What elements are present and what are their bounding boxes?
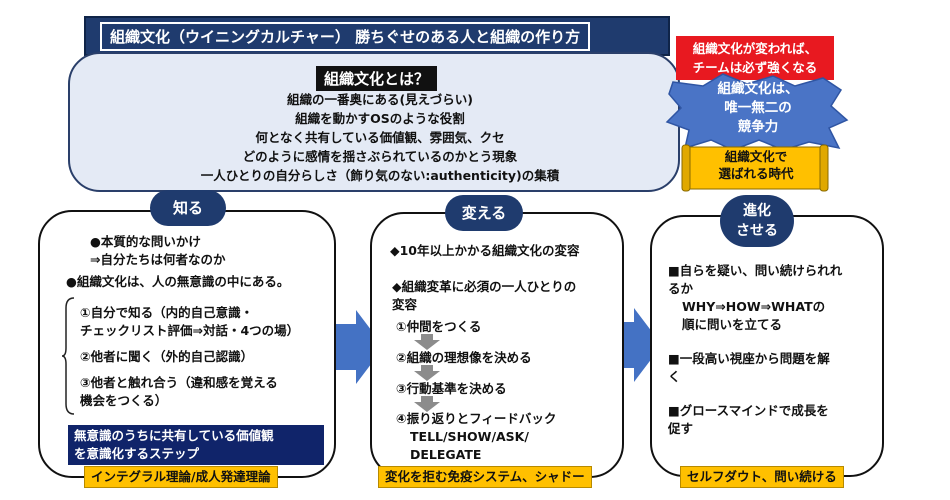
scroll-shape	[681, 144, 829, 192]
evolve-point: るか	[668, 281, 694, 296]
change-step: ④振り返りとフィードバック	[396, 411, 557, 426]
change-step: TELL/SHOW/ASK/	[410, 429, 529, 444]
know-footer: インテグラル理論/成人発達理論	[84, 466, 278, 488]
page-title: 組織文化（ウイニングカルチャー） 勝ちぐせのある人と組織の作り方	[100, 21, 591, 51]
change-step: ③行動基準を決める	[396, 381, 507, 396]
change-line: ◆10年以上かかる組織文化の変容	[390, 243, 580, 258]
change-line: 変容	[392, 297, 418, 312]
down-arrow-icon	[414, 334, 440, 350]
change-label: 変える	[445, 195, 523, 231]
evolve-footer: セルフダウト、問い続ける	[680, 466, 844, 488]
definition-lines: 組織の一番奥にある(見えづらい) 組織を動かすOSのような役割 何となく共有して…	[100, 90, 660, 185]
evolve-point: ■グロースマインドで成長を	[668, 403, 829, 418]
down-arrow-icon	[414, 396, 440, 412]
scroll-line: 選ばれる時代	[718, 166, 794, 181]
scroll-line: 組織文化で	[724, 149, 788, 164]
definition-line: 組織を動かすOSのような役割	[295, 111, 465, 126]
know-item: 機会をつくる）	[80, 393, 168, 408]
evolve-point: く	[668, 369, 681, 384]
know-item: ①自分で知る（内的自己意識・	[80, 305, 254, 320]
know-item: チェックリスト評価⇒対話・4つの場）	[80, 323, 300, 338]
know-note-line: を意識化するステップ	[74, 446, 200, 461]
know-item: ③他者と触れ合う（違和感を覚える	[80, 375, 278, 390]
change-step: DELEGATE	[410, 447, 482, 462]
evolve-point: 順に問いを立てる	[682, 317, 783, 332]
change-footer: 変化を拒む免疫システム、シャドー	[378, 466, 592, 488]
know-label: 知る	[150, 190, 226, 226]
definition-line: 組織の一番奥にある(見えづらい)	[286, 92, 474, 107]
know-bullet: ⇒自分たちは何者なのか	[90, 252, 226, 267]
evolve-point: ■一段高い視座から問題を解	[668, 351, 830, 366]
definition-line: 何となく共有している価値観、雰囲気、クセ	[255, 130, 505, 145]
know-bullet: ●本質的な問いかけ	[90, 234, 201, 249]
red-callout-line: 組織文化が変われば、	[692, 41, 818, 56]
evolve-point: WHY⇒HOW⇒WHATの	[682, 299, 826, 314]
right-arrow-icon	[330, 310, 384, 384]
star-burst-text: 組織文化は、 唯一無二の 競争力	[690, 80, 826, 137]
evolve-label-line: 進化	[743, 203, 771, 219]
red-callout: 組織文化が変われば、 チームは必ず強くなる	[676, 36, 834, 80]
scroll-text: 組織文化で 選ばれる時代	[692, 148, 820, 182]
evolve-label-line: させる	[736, 223, 778, 239]
change-line: ◆組織変革に必須の一人ひとりの	[392, 279, 577, 294]
bracket-icon	[62, 297, 75, 415]
know-note: 無意識のうちに共有している価値観 を意識化するステップ	[68, 425, 324, 465]
change-step: ①仲間をつくる	[396, 319, 482, 334]
definition-line: どのように感情を揺さぶられているのかとう現象	[242, 149, 518, 164]
star-burst-shape	[665, 73, 849, 151]
change-column	[370, 212, 624, 478]
know-item: ②他者に聞く（外的自己認識）	[80, 349, 254, 364]
evolve-label: 進化 させる	[720, 195, 794, 247]
definition-heading: 組織文化とは？	[316, 66, 438, 91]
star-line: 競争力	[737, 119, 779, 135]
evolve-point: ■自らを疑い、問い続けられれ	[668, 263, 843, 278]
evolve-point: 促す	[668, 421, 694, 436]
star-line: 唯一無二の	[724, 100, 792, 116]
down-arrow-icon	[414, 365, 440, 381]
definition-line: 一人ひとりの自分らしさ（飾り気のない:authenticity)の集積	[200, 168, 560, 183]
know-bullet: ●組織文化は、人の無意識の中にある。	[66, 274, 290, 289]
know-note-line: 無意識のうちに共有している価値観	[74, 428, 274, 443]
title-bar: 組織文化（ウイニングカルチャー） 勝ちぐせのある人と組織の作り方	[84, 16, 670, 56]
star-line: 組織文化は、	[717, 81, 799, 97]
evolve-column	[650, 215, 884, 477]
red-callout-line: チームは必ず強くなる	[692, 60, 818, 75]
change-step: ②組織の理想像を決める	[396, 350, 532, 365]
